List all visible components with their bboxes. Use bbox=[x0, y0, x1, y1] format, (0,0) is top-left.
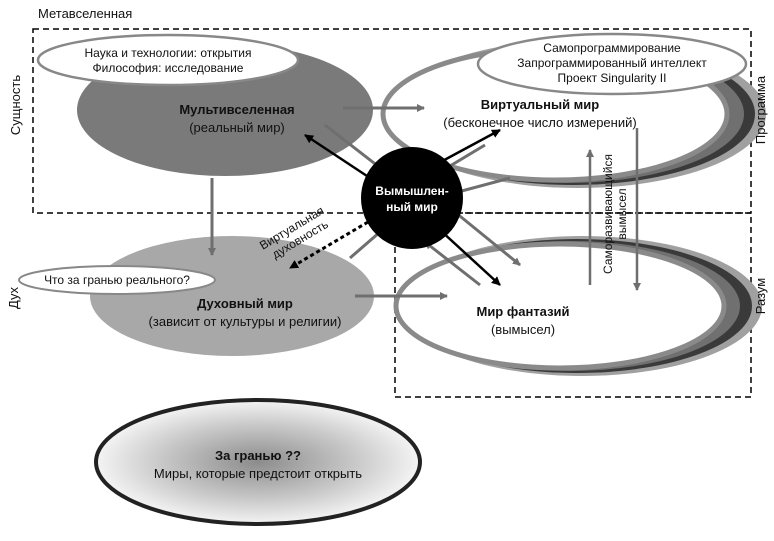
fantasy-world-ellipse bbox=[393, 236, 762, 376]
arrows bbox=[208, 104, 641, 300]
selfprog-callout-line3: Проект Singularity II bbox=[558, 71, 667, 85]
selfprog-callout-line2: Запрограммированный интеллект bbox=[517, 56, 707, 70]
beyond-subtitle: Миры, которые предстоит открыть bbox=[154, 466, 362, 481]
beyond-ellipse bbox=[94, 398, 422, 526]
selfprog-callout-line1: Самопрограммирование bbox=[543, 41, 681, 55]
multiverse-title: Мультивселенная bbox=[179, 102, 294, 117]
program-label: Программа bbox=[753, 75, 768, 144]
beyond-real-callout-ellipse bbox=[18, 265, 216, 295]
selfprog-callout-ellipse bbox=[476, 32, 748, 96]
virtual-subtitle: (бесконечное число измерений) bbox=[443, 115, 636, 130]
beyond-real-callout: Что за гранью реального? bbox=[44, 273, 190, 287]
fantasy-subtitle: (вымысел) bbox=[491, 322, 555, 337]
self-developing-label: Саморазвивающийся вымысел bbox=[601, 154, 629, 274]
spiritual-title: Духовный мир bbox=[197, 296, 293, 311]
spiritual-subtitle: (зависит от культуры и религии) bbox=[149, 314, 342, 329]
fictional-line2: ный мир bbox=[386, 200, 438, 214]
science-callout-ellipse bbox=[36, 33, 300, 87]
spiritual-world-ellipse bbox=[90, 236, 374, 356]
fantasy-title: Мир фантазий bbox=[476, 304, 569, 319]
beyond-title: За гранью ?? bbox=[215, 448, 301, 463]
spirit-label: Дух bbox=[6, 286, 21, 309]
fictional-world-circle bbox=[361, 147, 463, 249]
arrow-virtual-spirituality bbox=[289, 220, 369, 270]
science-callout-line2: Философия: исследование bbox=[93, 61, 244, 75]
multiverse-subtitle: (реальный мир) bbox=[189, 120, 285, 135]
self-developing-line1: Саморазвивающийся bbox=[601, 154, 615, 274]
metaverse-label: Метавселенная bbox=[38, 6, 132, 21]
virtual-title: Виртуальный мир bbox=[481, 97, 600, 112]
essence-label: Сущность bbox=[8, 75, 23, 135]
fictional-line1: Вымышлен- bbox=[375, 184, 448, 198]
self-developing-line2: вымысел bbox=[615, 188, 629, 239]
science-callout-line1: Наука и технологии: открытия bbox=[85, 46, 252, 60]
mind-label: Разум bbox=[753, 278, 768, 314]
